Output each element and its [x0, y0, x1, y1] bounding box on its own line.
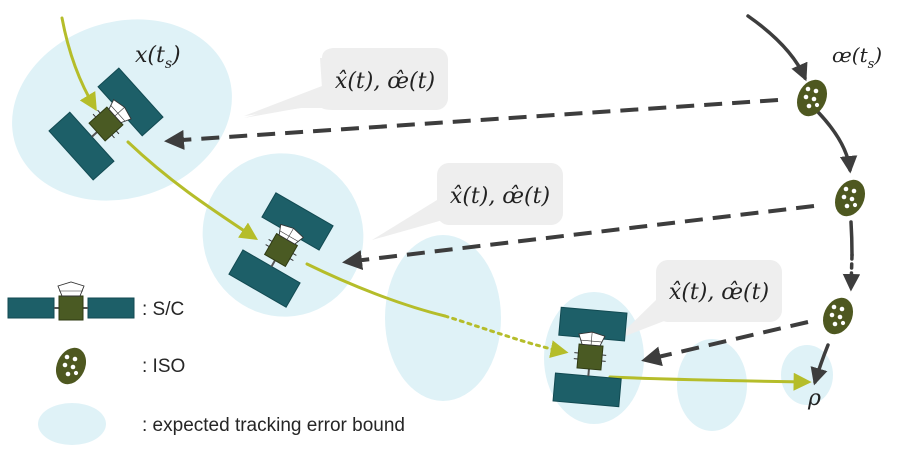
estimate-label: x̂(t), œ̂(t)	[450, 184, 550, 209]
legend-sc-label: : S/C	[142, 299, 184, 320]
sc-initial-state-label: x(ts)	[135, 43, 181, 72]
iso-3	[817, 292, 859, 340]
estimate-callout: x̂(t), œ̂(t)	[615, 260, 782, 340]
iso-1	[791, 74, 833, 122]
estimate-arrows	[164, 98, 815, 367]
legend-bound-label: : expected tracking error bound	[142, 415, 405, 436]
estimate-callout: x̂(t), œ̂(t)	[244, 48, 448, 118]
estimate-label: x̂(t), œ̂(t)	[335, 69, 435, 94]
legend-iso-icon	[50, 342, 92, 390]
sc-trajectory	[60, 16, 812, 391]
legend-iso-label: : ISO	[142, 356, 185, 377]
iso-path	[746, 14, 861, 386]
iso-initial-state-label: œ(ts)	[832, 43, 882, 72]
error-bound-ellipse	[677, 339, 747, 431]
legend: : S/C : ISO : expected tracking error bo…	[7, 281, 405, 445]
estimate-callout: x̂(t), œ̂(t)	[372, 163, 563, 240]
estimate-callouts: x̂(t), œ̂(t) x̂(t), œ̂(t) x̂(t), œ̂(t)	[244, 48, 782, 340]
estimate-label: x̂(t), œ̂(t)	[669, 280, 769, 305]
error-bound-ellipse	[385, 235, 501, 401]
target-rho-label: ρ	[807, 386, 821, 411]
legend-bound-icon	[38, 403, 106, 445]
iso-2	[829, 174, 871, 222]
legend-sc-icon	[7, 281, 135, 321]
